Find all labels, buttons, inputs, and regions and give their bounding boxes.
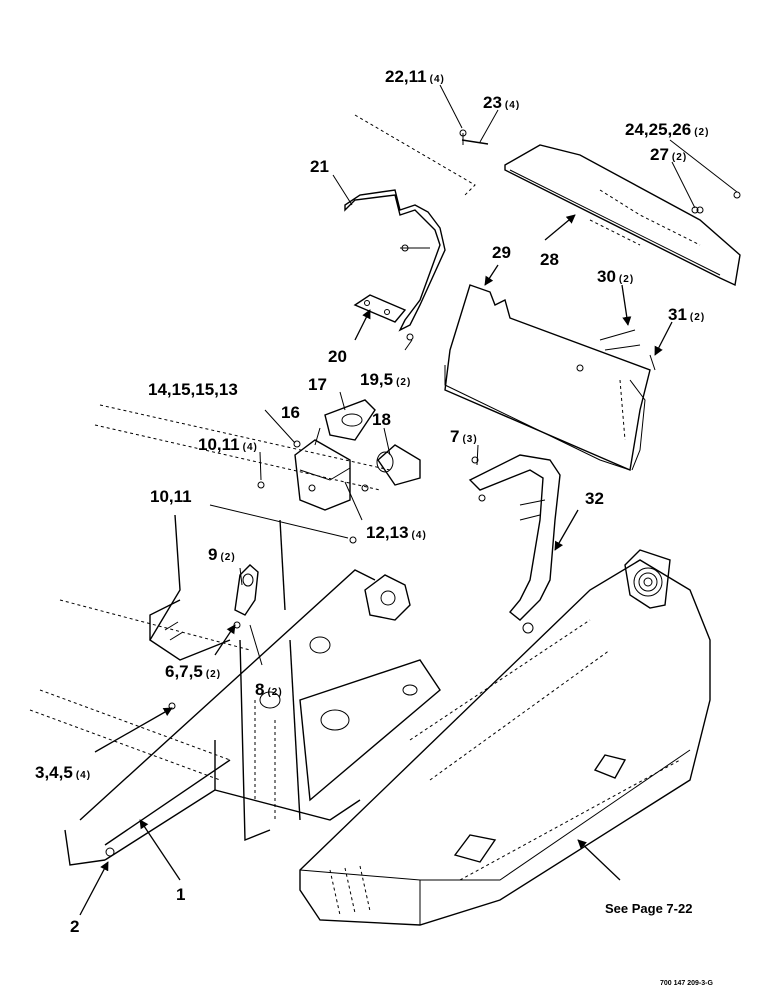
callout-1: 1 — [176, 885, 185, 904]
outer-shield — [299, 549, 711, 926]
callout-19-5: 19,5(2) — [360, 370, 411, 389]
shield-panel-29 — [444, 284, 651, 471]
leader-lines — [79, 84, 738, 916]
callout-12-13: 12,13(4) — [366, 523, 427, 542]
callout-21: 21 — [310, 157, 329, 176]
support-arm-32 — [468, 454, 561, 634]
callout-18: 18 — [372, 410, 391, 429]
callout-17: 17 — [308, 375, 327, 394]
callout-labels: 22,11(4) 23(4) 24,25,26(2) 27(2) 21 29 2… — [35, 67, 713, 987]
mount-16 — [294, 439, 351, 511]
top-cover-28 — [504, 144, 741, 287]
header-frame — [29, 404, 441, 866]
callout-16: 16 — [281, 403, 300, 422]
drawing-number: 700 147 209-3-G — [660, 980, 713, 987]
callout-8: 8(2) — [255, 680, 283, 699]
plate-17 — [324, 399, 376, 441]
callout-32: 32 — [585, 489, 604, 508]
callout-20: 20 — [328, 347, 347, 366]
callout-27: 27(2) — [650, 145, 687, 164]
callout-10-11-qty4: 10,11(4) — [198, 435, 258, 454]
callout-2: 2 — [70, 917, 79, 936]
bracket-21 — [344, 114, 476, 332]
rod-1 — [104, 759, 231, 857]
bearing-18 — [376, 444, 421, 486]
pivot-assembly — [364, 574, 411, 621]
callout-29: 29 — [492, 243, 511, 262]
bracket-20 — [353, 294, 407, 323]
callout-3-4-5: 3,4,5(4) — [35, 763, 91, 782]
callout-28: 28 — [540, 250, 559, 269]
callout-24-25-26: 24,25,26(2) — [625, 120, 709, 139]
callout-30: 30(2) — [597, 267, 634, 286]
callout-10-11: 10,11 — [150, 487, 192, 506]
callout-6-7-5: 6,7,5(2) — [165, 662, 221, 681]
latch-9 — [234, 564, 259, 616]
callout-14-15-15-13: 14,15,15,13 — [148, 380, 238, 399]
callout-31: 31(2) — [668, 305, 705, 324]
callout-22-11: 22,11(4) — [385, 67, 445, 86]
callout-23: 23(4) — [483, 93, 520, 112]
callout-9: 9(2) — [208, 545, 236, 564]
callout-7: 7(3) — [450, 427, 478, 446]
see-page-note: See Page 7-22 — [605, 901, 692, 916]
hardware — [168, 129, 741, 710]
